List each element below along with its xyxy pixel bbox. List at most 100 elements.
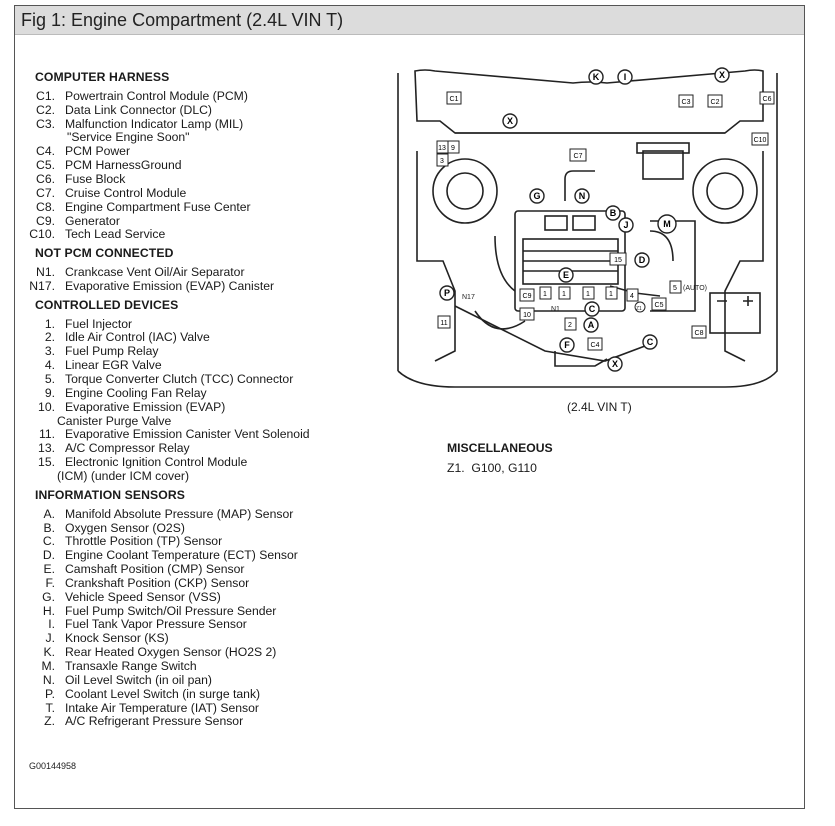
svg-text:1: 1 xyxy=(586,291,590,298)
legend-item-code: 1. xyxy=(44,316,55,331)
svg-text:C2: C2 xyxy=(711,99,720,106)
legend-item-text: Fuse Block xyxy=(65,171,126,186)
svg-text:I: I xyxy=(624,72,627,82)
box-9: 9 xyxy=(447,140,460,154)
box-13: 13 xyxy=(436,140,449,154)
svg-text:C8: C8 xyxy=(695,330,704,337)
box-1-c: 1 xyxy=(582,286,595,300)
box-C1: C1 xyxy=(446,91,462,105)
legend-item-text: "Service Engine Soon" xyxy=(67,130,190,145)
box-5: 5 xyxy=(669,280,682,294)
legend-item-text: A/C Compressor Relay xyxy=(65,441,190,456)
legend-item-code: J. xyxy=(45,631,55,646)
legend-item-text: Tech Lead Service xyxy=(65,227,166,242)
marker-N: N xyxy=(574,188,590,204)
legend-item-text: Crankcase Vent Oil/Air Separator xyxy=(65,265,245,280)
svg-text:13: 13 xyxy=(438,145,446,152)
legend-item-code: C8. xyxy=(36,199,55,214)
legend-item-code: T. xyxy=(45,700,55,715)
legend-item-text: Engine Coolant Temperature (ECT) Sensor xyxy=(65,548,298,563)
legend-item-text: Torque Converter Clutch (TCC) Connector xyxy=(65,372,294,386)
legend-item-text: Evaporative Emission (EVAP) Canister xyxy=(65,278,275,293)
legend-item-code: 2. xyxy=(44,330,55,345)
marker-I: I xyxy=(617,69,633,85)
legend-item-text: Transaxle Range Switch xyxy=(65,659,197,673)
legend-item-code: C10. xyxy=(29,227,55,242)
legend-item-text: Rear Heated Oxygen Sensor (HO2S 2) xyxy=(65,645,277,660)
svg-text:B: B xyxy=(610,208,617,218)
box-10: 10 xyxy=(519,307,535,321)
legend-item-code: D. xyxy=(42,548,55,563)
svg-text:C: C xyxy=(647,337,654,347)
legend-item-text: Engine Cooling Fan Relay xyxy=(65,385,207,400)
legend-item-code: N17. xyxy=(29,278,55,293)
legend-item-text: PCM Power xyxy=(65,144,131,159)
marker-E: E xyxy=(558,267,574,283)
legend-item-text: Electronic Ignition Control Module xyxy=(65,455,248,470)
section-heading: CONTROLLED DEVICES xyxy=(35,297,179,312)
box-C2: C2 xyxy=(707,94,723,108)
box-C8: C8 xyxy=(691,325,707,339)
legend-item-code: M. xyxy=(41,659,55,673)
marker-A: A xyxy=(583,317,599,333)
box-1-b: 1 xyxy=(558,286,571,300)
svg-text:X: X xyxy=(719,70,725,80)
legend-item-code: 13. xyxy=(38,441,55,456)
legend-item-text: Evaporative Emission Canister Vent Solen… xyxy=(65,427,310,442)
misc-item-text: G100, G110 xyxy=(471,461,537,475)
legend-item-code: F. xyxy=(45,575,55,590)
svg-text:5: 5 xyxy=(673,285,677,292)
legend-item-text: Canister Purge Valve xyxy=(57,413,172,428)
legend-item-code: C6. xyxy=(36,171,55,186)
svg-text:1: 1 xyxy=(562,291,566,298)
misc-item: Z1. G100, G110 xyxy=(447,461,537,475)
svg-text:10: 10 xyxy=(523,312,531,319)
box-1-d: 1 xyxy=(605,286,618,300)
svg-text:G: G xyxy=(533,191,540,201)
marker-D: D xyxy=(634,252,650,268)
document-id: G00144958 xyxy=(29,761,77,771)
marker-M: M xyxy=(657,214,677,234)
box-15: 15 xyxy=(609,252,627,266)
legend-item-code: 9. xyxy=(44,385,55,400)
svg-text:C1: C1 xyxy=(450,96,459,103)
legend-item-text: Vehicle Speed Sensor (VSS) xyxy=(65,589,221,604)
box-C9: C9 xyxy=(519,288,535,302)
svg-text:4: 4 xyxy=(630,293,634,300)
marker-X-left: X xyxy=(502,113,518,129)
legend-item-text: A/C Refrigerant Pressure Sensor xyxy=(65,714,244,729)
box-C10: C10 xyxy=(751,132,769,146)
legend-item-text: Idle Air Control (IAC) Valve xyxy=(65,330,210,345)
box-1-a: 1 xyxy=(539,286,552,300)
legend-item-code: C7. xyxy=(36,185,55,200)
svg-text:C6: C6 xyxy=(763,96,772,103)
svg-text:X: X xyxy=(507,116,513,126)
legend-item-text: Oil Level Switch (in oil pan) xyxy=(65,672,212,687)
svg-text:A: A xyxy=(588,320,595,330)
legend-item-code: 4. xyxy=(44,358,55,373)
svg-text:11: 11 xyxy=(440,320,447,327)
figure-title: Fig 1: Engine Compartment (2.4L VIN T) xyxy=(21,10,344,30)
legend-item-code: K. xyxy=(43,645,55,660)
diagram-caption: (2.4L VIN T) xyxy=(567,400,632,414)
legend-item-code: Z. xyxy=(44,714,55,729)
svg-text:C5: C5 xyxy=(655,302,664,309)
marker-G: G xyxy=(529,188,545,204)
legend-item-text: Malfunction Indicator Lamp (MIL) xyxy=(65,116,244,131)
legend-item-code: 11. xyxy=(38,427,55,442)
svg-text:2: 2 xyxy=(568,322,572,329)
legend-item-text: Oxygen Sensor (O2S) xyxy=(65,520,185,535)
marker-C-throttle: C xyxy=(584,301,600,317)
svg-text:1: 1 xyxy=(543,291,547,298)
legend-item-text: Fuel Pump Switch/Oil Pressure Sender xyxy=(65,603,277,618)
legend-item-code: G. xyxy=(42,589,55,604)
box-11: 11 xyxy=(437,315,451,329)
legend-item-code: 15. xyxy=(38,455,55,470)
legend-item-text: Data Link Connector (DLC) xyxy=(65,102,212,117)
legend-item-code: 5. xyxy=(44,372,55,386)
box-C5: C5 xyxy=(651,297,667,311)
svg-text:F: F xyxy=(564,340,570,350)
legend-item-code: C2. xyxy=(36,102,55,117)
marker-X-bottom: X xyxy=(607,356,623,372)
legend-item-text: Fuel Pump Relay xyxy=(65,344,159,359)
